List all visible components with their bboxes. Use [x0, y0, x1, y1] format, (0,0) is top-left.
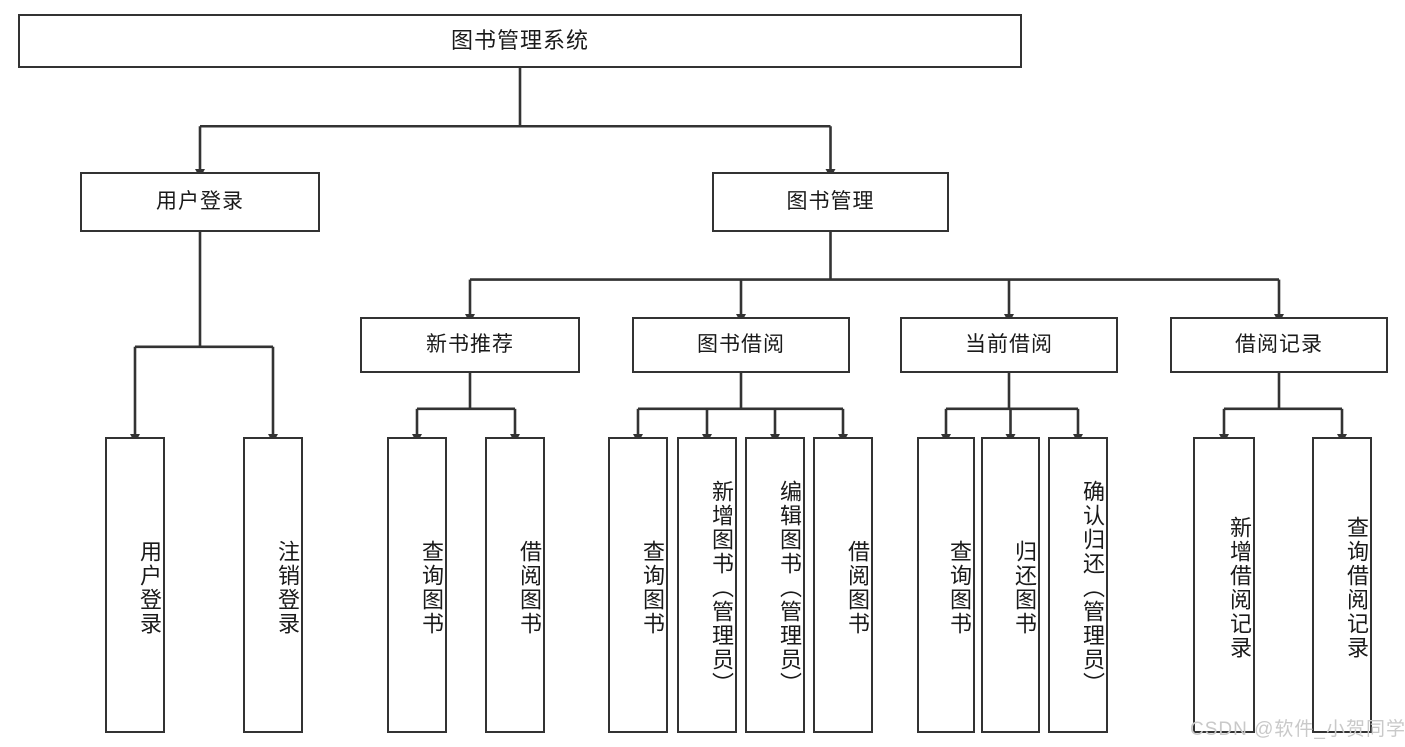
node-label: 借阅记录 — [1235, 333, 1323, 357]
node-label: 注销登录 — [275, 540, 300, 636]
node-leaf-borrow-add-book[interactable]: 新增图书（管理员） — [677, 437, 737, 733]
node-leaf-borrow-query-book[interactable]: 查询图书 — [608, 437, 668, 733]
node-leaf-record-search[interactable]: 查询借阅记录 — [1312, 437, 1372, 733]
node-book-manage[interactable]: 图书管理 — [712, 172, 949, 232]
node-leaf-record-add[interactable]: 新增借阅记录 — [1193, 437, 1255, 733]
node-label: 图书管理系统 — [450, 27, 589, 53]
node-leaf-user-login[interactable]: 用户登录 — [105, 437, 165, 733]
node-leaf-borrow-do-borrow[interactable]: 借阅图书 — [813, 437, 873, 733]
node-label: 编辑图书（管理员） — [777, 480, 802, 696]
node-current-borrow[interactable]: 当前借阅 — [900, 317, 1118, 373]
node-label: 查询图书 — [419, 540, 444, 636]
node-leaf-current-query-book[interactable]: 查询图书 — [917, 437, 975, 733]
node-label: 新增图书（管理员） — [709, 480, 734, 696]
node-label: 查询图书 — [947, 540, 972, 636]
node-label: 归还图书 — [1012, 540, 1037, 636]
node-label: 查询图书 — [640, 540, 665, 636]
node-new-book-recommend[interactable]: 新书推荐 — [360, 317, 580, 373]
node-label: 图书借阅 — [697, 333, 785, 357]
node-leaf-current-return-book[interactable]: 归还图书 — [981, 437, 1040, 733]
node-borrow-record[interactable]: 借阅记录 — [1170, 317, 1388, 373]
node-label: 查询借阅记录 — [1344, 516, 1369, 660]
node-label: 新书推荐 — [426, 333, 514, 357]
node-label: 用户登录 — [137, 540, 162, 636]
node-label: 图书管理 — [786, 190, 875, 214]
node-label: 借阅图书 — [517, 540, 542, 636]
node-leaf-borrow-edit-book[interactable]: 编辑图书（管理员） — [745, 437, 805, 733]
node-leaf-user-logout[interactable]: 注销登录 — [243, 437, 303, 733]
node-user-login[interactable]: 用户登录 — [80, 172, 320, 232]
node-leaf-recommend-query-book[interactable]: 查询图书 — [387, 437, 447, 733]
node-label: 借阅图书 — [845, 540, 870, 636]
node-book-borrow[interactable]: 图书借阅 — [632, 317, 850, 373]
node-label: 当前借阅 — [965, 333, 1053, 357]
node-leaf-recommend-borrow-book[interactable]: 借阅图书 — [485, 437, 545, 733]
node-label: 新增借阅记录 — [1227, 516, 1252, 660]
node-label: 确认归还（管理员） — [1080, 480, 1105, 696]
node-leaf-current-confirm-return[interactable]: 确认归还（管理员） — [1048, 437, 1108, 733]
node-label: 用户登录 — [156, 190, 244, 214]
watermark: CSDN @软件_小贺同学 — [1190, 719, 1405, 740]
node-root[interactable]: 图书管理系统 — [18, 14, 1022, 68]
